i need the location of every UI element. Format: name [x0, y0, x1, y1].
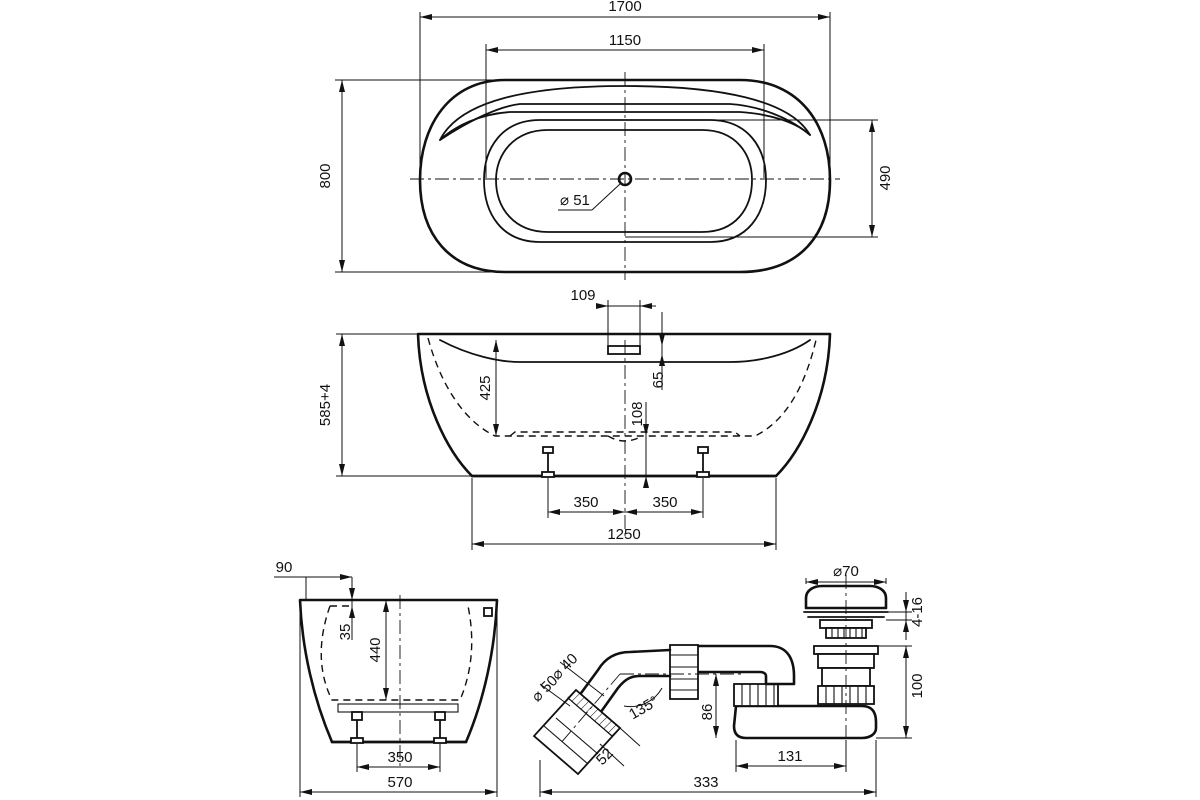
top-view-outer-outline — [418, 78, 832, 274]
end-view-leg-left — [350, 711, 364, 744]
side-view: 109 585+4 425 65 108 350 350 1250 — [317, 287, 832, 550]
side-view-rim-lip — [439, 339, 811, 363]
dimension-350-left: 350 — [573, 494, 598, 511]
dimension-350-right: 350 — [652, 494, 677, 511]
outlet-pipe-angled — [532, 688, 622, 776]
end-view-outer-outline — [298, 598, 499, 744]
end-view-support-plate — [337, 703, 459, 713]
dimension-800: 800 — [317, 163, 334, 188]
top-view-basin-inner — [495, 129, 753, 233]
drain-trap-nut — [733, 683, 779, 707]
dimension-131: 131 — [777, 748, 802, 765]
overflow-pipe-nut — [669, 644, 699, 700]
side-view-leg-left — [541, 446, 555, 478]
overflow-pipe-bend — [696, 644, 796, 686]
dimension-4-16: 4-16 — [909, 597, 926, 627]
dimension-440: 440 — [367, 637, 384, 662]
side-view-leg-right — [696, 446, 710, 478]
drain-assembly: ⌀70 4-16 100 86 131 333 ⌀ 40 ⌀ 50 — [528, 563, 926, 797]
top-view-rim-crescent — [439, 85, 811, 141]
dimension-drain-70: ⌀70 — [833, 563, 859, 580]
dimension-90: 90 — [276, 559, 293, 576]
end-view-leg-right — [433, 711, 447, 744]
dimension-585-4: 585+4 — [317, 384, 334, 426]
dimension-490: 490 — [877, 165, 894, 190]
dimension-1700: 1700 — [608, 0, 641, 15]
dimension-65: 65 — [650, 372, 667, 389]
end-view: 90 35 440 350 570 — [274, 559, 499, 797]
dimension-108: 108 — [629, 401, 646, 426]
drain-trap-body — [732, 704, 878, 740]
dimension-425: 425 — [477, 375, 494, 400]
dimension-350-end: 350 — [387, 749, 412, 766]
top-view: 1700 1150 800 490 ⌀ 51 — [317, 0, 894, 280]
dimension-86: 86 — [699, 704, 716, 721]
top-view-basin-outer — [483, 119, 767, 243]
side-view-overflow-fitting — [607, 345, 641, 355]
dimension-35: 35 — [337, 624, 354, 641]
dimension-1250: 1250 — [607, 526, 640, 543]
dimension-angle-135: 135° — [626, 693, 661, 723]
dimension-100: 100 — [909, 673, 926, 698]
dimension-570: 570 — [387, 774, 412, 791]
end-view-inner-basin — [320, 605, 473, 701]
dimension-1150: 1150 — [609, 32, 641, 49]
dimension-333: 333 — [693, 774, 718, 791]
dimension-drain-51: ⌀ 51 — [560, 192, 590, 209]
end-view-overflow — [483, 607, 493, 617]
dimension-109: 109 — [570, 287, 595, 304]
